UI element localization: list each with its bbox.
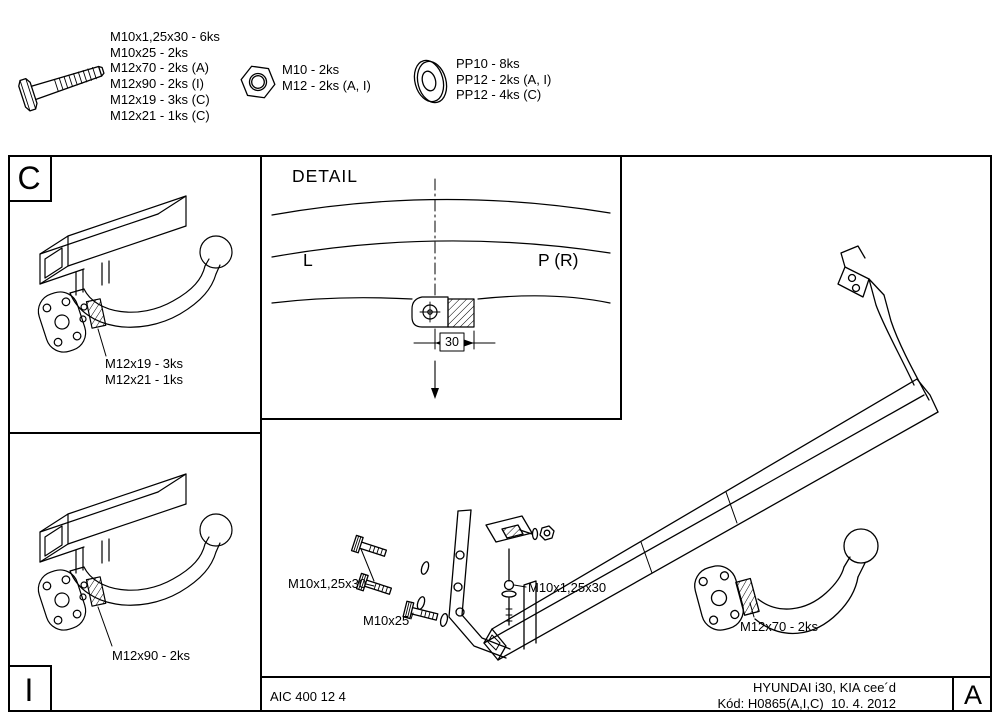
legend-item: M10 - 2ks: [282, 62, 340, 77]
detail-drawing: [271, 178, 611, 399]
variant-i-letter: I: [24, 671, 34, 708]
left-row-divider: [8, 432, 260, 434]
variant-c-letter: C: [17, 159, 41, 196]
callout-center-bolt: M10x1,25x30: [528, 580, 607, 595]
washer-icon: [413, 59, 448, 104]
detail-left-side-label: L: [303, 250, 313, 270]
vehicle-name: HYUNDAI i30, KIA cee´d: [752, 680, 896, 695]
legend-item: M12x19 - 3ks (C): [110, 91, 210, 107]
legend-item: M10x25 - 2ks: [110, 44, 189, 60]
legend-item: M12x90 - 2ks (I): [110, 76, 204, 92]
bolt-icon: [18, 65, 105, 112]
column-divider: [260, 155, 262, 712]
code-and-date: Kód: H0865(A,I,C) 10. 4. 2012: [717, 696, 897, 711]
detail-box: [260, 155, 622, 420]
doc-number: AIC 400 12 4: [270, 689, 346, 704]
legend-nut-list: M10 - 2ks M12 - 2ks (A, I): [282, 62, 371, 93]
legend-item: PP12 - 4ks (C): [456, 87, 542, 103]
legend-item: M12 - 2ks (A, I): [282, 77, 371, 93]
legend-item: PP12 - 2ks (A, I): [456, 71, 552, 87]
legend-item: PP10 - 8ks: [456, 56, 520, 71]
footer-divider: [260, 676, 992, 678]
callout-m12x90: M12x90 - 2ks: [112, 648, 191, 663]
variant-c-drawing: [37, 195, 233, 357]
legend-item: M10x1,25x30 - 6ks: [110, 29, 220, 44]
legend-item: M12x70 - 2ks (A): [110, 60, 209, 76]
variant-i-drawing: [37, 473, 233, 647]
nut-icon: [240, 65, 276, 99]
variant-c-box: C: [8, 155, 52, 202]
variant-i-box: I: [8, 665, 52, 712]
callout-m12x21: M12x21 - 1ks: [105, 372, 184, 387]
legend-washer-list: PP10 - 8ks PP12 - 2ks (A, I) PP12 - 4ks …: [456, 56, 551, 103]
callout-ball-bolts: M12x70 - 2ks: [740, 619, 819, 634]
callout-m12x19: M12x19 - 3ks: [105, 356, 184, 371]
legend-bolt-list: M10x1,25x30 - 6ks M10x25 - 2ks M12x70 - …: [110, 29, 220, 123]
callout-lower-bolt: M10x25: [363, 613, 410, 628]
revision-a-letter: A: [963, 679, 982, 710]
revision-a-box: A: [952, 676, 992, 712]
callout-left-bolts: M10x1,25x30: [288, 576, 367, 591]
detail-dimension-value: 30: [445, 335, 459, 349]
main-assembly-drawing: [350, 245, 939, 661]
legend-item: M12x21 - 1ks (C): [110, 107, 210, 123]
detail-right-side-label: P (R): [538, 250, 579, 270]
detail-title: DETAIL: [292, 166, 358, 186]
